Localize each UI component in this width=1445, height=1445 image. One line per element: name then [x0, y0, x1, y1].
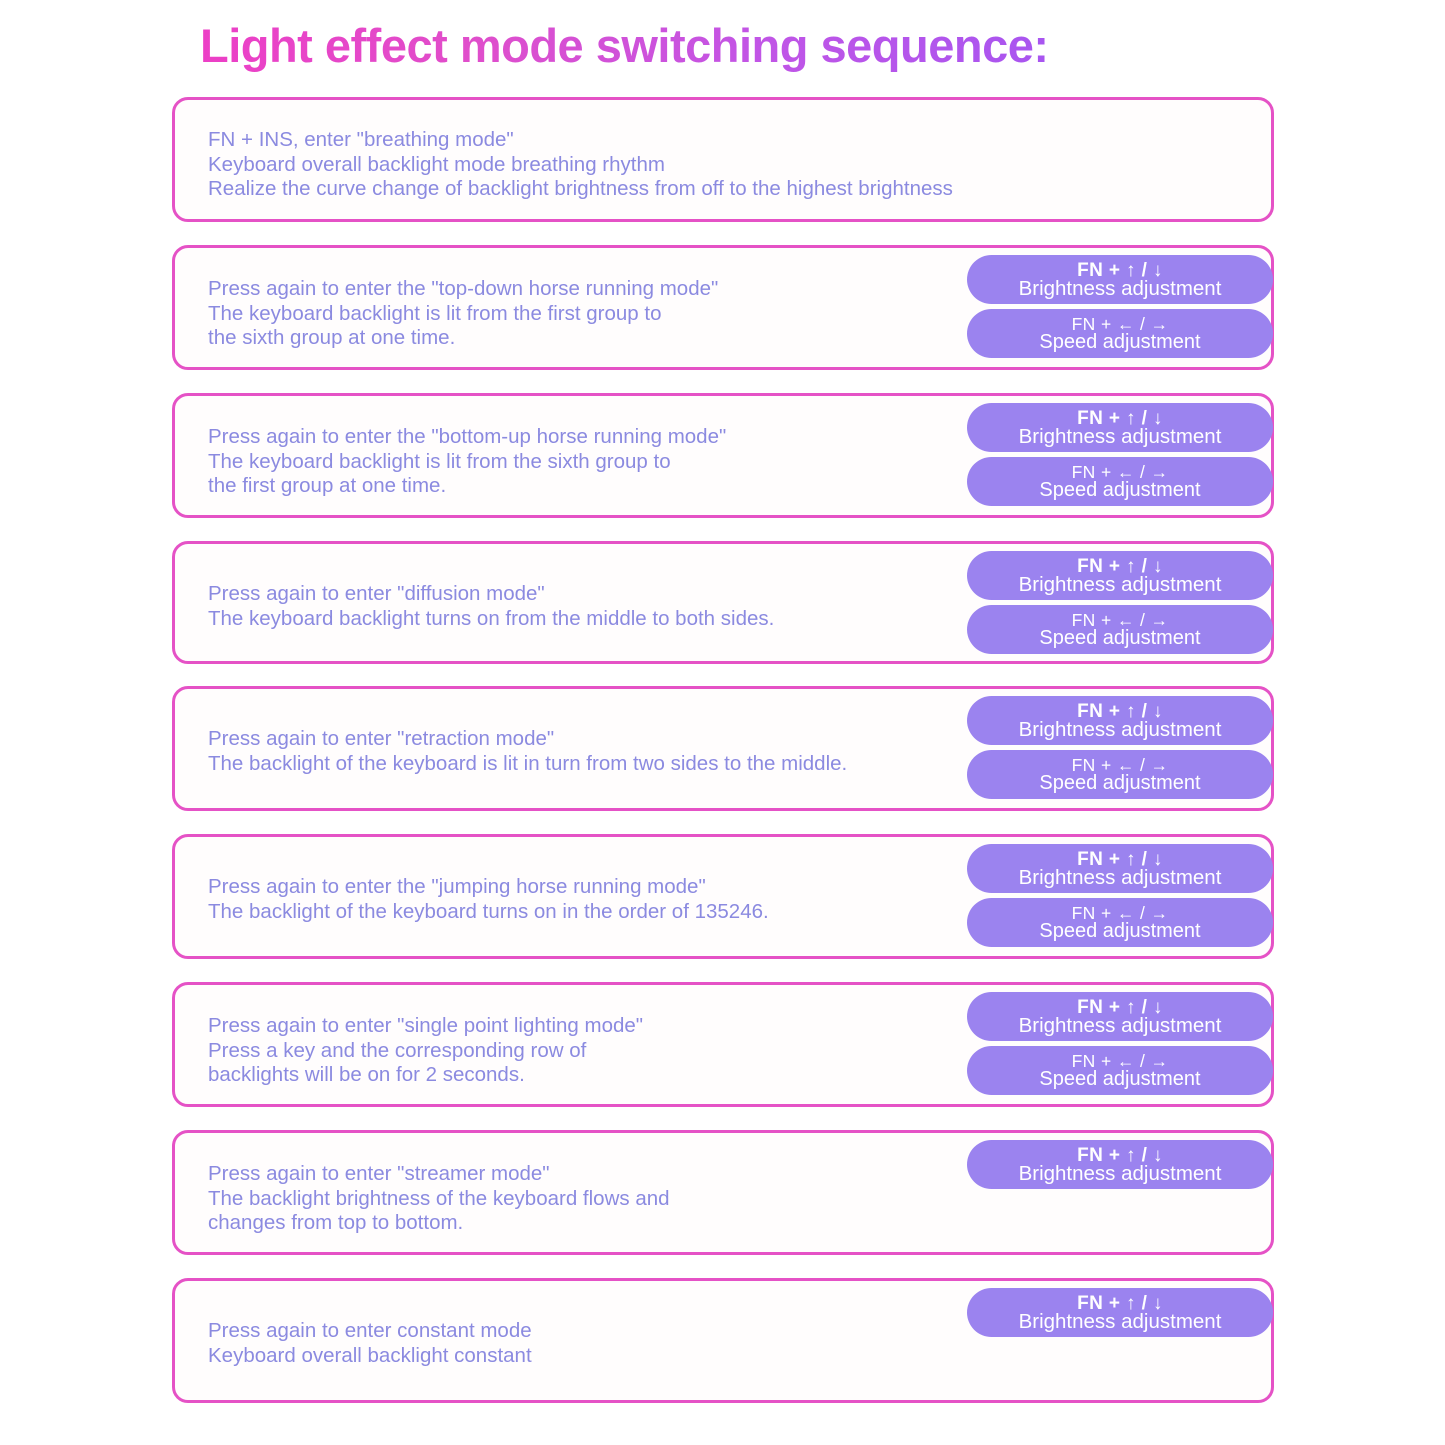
brightness-adjustment-badge[interactable]: FN + ↑ / ↓Brightness adjustment [967, 696, 1273, 745]
description-line: The backlight of the keyboard is lit in … [208, 751, 848, 775]
description-line: Press again to enter constant mode [208, 1319, 532, 1342]
badge-shortcut-keys: FN + ↑ / ↓ [1077, 556, 1163, 577]
shortcut-badge-group: FN + ↑ / ↓Brightness adjustment FN + ← / … [967, 403, 1273, 506]
speed-adjustment-badge[interactable]: FN + ← / →Speed adjustment [967, 605, 1273, 654]
speed-adjustment-badge[interactable]: FN + ← / →Speed adjustment [967, 1046, 1273, 1095]
page-title: Light effect mode switching sequence: [200, 19, 1049, 72]
badge-shortcut-keys: FN + ↑ / ↓ [1077, 701, 1163, 722]
description-line: Press again to enter the "jumping horse … [208, 875, 706, 898]
description-line: Press again to enter "diffusion mode" [208, 582, 545, 605]
description-line: Press again to enter "retraction mode" [208, 727, 555, 750]
badge-shortcut-label: Brightness adjustment [1018, 1162, 1222, 1185]
badge-shortcut-label: Brightness adjustment [1018, 1014, 1222, 1037]
badge-shortcut-label: Brightness adjustment [1018, 573, 1222, 596]
description-line: The backlight brightness of the keyboard… [208, 1186, 670, 1210]
badge-shortcut-keys: FN + ↑ / ↓ [1077, 849, 1163, 870]
badge-shortcut-label: Brightness adjustment [1018, 425, 1222, 448]
mode-card-bottom-up-horse-running-mode: Press again to enter the "bottom-up hors… [172, 393, 1274, 518]
mode-card-description: Press again to enter the "bottom-up hors… [208, 425, 726, 499]
badge-shortcut-keys: FN + ← / → [1071, 1051, 1169, 1071]
speed-adjustment-badge[interactable]: FN + ← / →Speed adjustment [967, 750, 1273, 799]
badge-shortcut-label: Speed adjustment [1039, 1068, 1201, 1090]
mode-card-description: Press again to enter "streamer mode"The … [208, 1162, 670, 1236]
description-line: Press again to enter the "top-down horse… [208, 277, 719, 300]
description-line: Press again to enter "single point light… [208, 1014, 644, 1037]
mode-card-single-point-lighting-mode: Press again to enter "single point light… [172, 982, 1274, 1107]
mode-card-diffusion-mode: Press again to enter "diffusion mode"The… [172, 541, 1274, 664]
brightness-adjustment-badge[interactable]: FN + ↑ / ↓Brightness adjustment [967, 1288, 1273, 1337]
speed-adjustment-badge[interactable]: FN + ← / →Speed adjustment [967, 898, 1273, 947]
description-line: The keyboard backlight is lit from the f… [208, 301, 662, 325]
shortcut-badge-group: FN + ↑ / ↓Brightness adjustment FN + ← / … [967, 992, 1273, 1095]
mode-card-streamer-mode: Press again to enter "streamer mode"The … [172, 1130, 1274, 1255]
badge-shortcut-label: Brightness adjustment [1018, 866, 1222, 889]
description-line: The keyboard backlight turns on from the… [208, 606, 775, 630]
description-line: The keyboard backlight is lit from the s… [208, 449, 671, 473]
mode-card-top-down-horse-running-mode: Press again to enter the "top-down horse… [172, 245, 1274, 370]
mode-card-jumping-horse-running-mode: Press again to enter the "jumping horse … [172, 834, 1274, 959]
badge-shortcut-keys: FN + ↑ / ↓ [1077, 1145, 1163, 1166]
shortcut-badge-group: FN + ↑ / ↓Brightness adjustment FN + ← / … [967, 255, 1273, 358]
mode-card-description: FN + INS, enter "breathing mode"Keyboard… [208, 128, 953, 202]
mode-card-retraction-mode: Press again to enter "retraction mode"Th… [172, 686, 1274, 811]
description-line: changes from top to bottom. [208, 1211, 464, 1234]
badge-shortcut-label: Brightness adjustment [1018, 277, 1222, 300]
badge-shortcut-keys: FN + ← / → [1071, 610, 1169, 630]
mode-card-description: Press again to enter the "top-down horse… [208, 277, 718, 351]
brightness-adjustment-badge[interactable]: FN + ↑ / ↓Brightness adjustment [967, 992, 1273, 1041]
brightness-adjustment-badge[interactable]: FN + ↑ / ↓Brightness adjustment [967, 1140, 1273, 1189]
mode-card-description: Press again to enter the "jumping horse … [208, 875, 769, 924]
shortcut-badge-group: FN + ↑ / ↓Brightness adjustment FN + ← / … [967, 551, 1273, 654]
brightness-adjustment-badge[interactable]: FN + ↑ / ↓Brightness adjustment [967, 551, 1273, 600]
badge-shortcut-label: Brightness adjustment [1018, 718, 1222, 741]
description-line: Keyboard overall backlight mode breathin… [208, 152, 665, 176]
description-line: FN + INS, enter "breathing mode" [208, 128, 514, 151]
description-line: the sixth group at one time. [208, 326, 456, 349]
description-line: Realize the curve change of backlight br… [208, 177, 953, 200]
speed-adjustment-badge[interactable]: FN + ← / →Speed adjustment [967, 457, 1273, 506]
mode-card-description: Press again to enter "retraction mode"Th… [208, 727, 847, 776]
shortcut-badge-group: FN + ↑ / ↓Brightness adjustment FN + ← / … [967, 696, 1273, 799]
badge-shortcut-keys: FN + ↑ / ↓ [1077, 997, 1163, 1018]
badge-shortcut-keys: FN + ↑ / ↓ [1077, 408, 1163, 429]
badge-shortcut-keys: FN + ← / → [1071, 755, 1169, 775]
badge-shortcut-label: Speed adjustment [1039, 479, 1201, 501]
description-line: Press again to enter "streamer mode" [208, 1162, 550, 1185]
shortcut-badge-group: FN + ↑ / ↓Brightness adjustment [967, 1288, 1273, 1337]
brightness-adjustment-badge[interactable]: FN + ↑ / ↓Brightness adjustment [967, 844, 1273, 893]
brightness-adjustment-badge[interactable]: FN + ↑ / ↓Brightness adjustment [967, 403, 1273, 452]
shortcut-badge-group: FN + ↑ / ↓Brightness adjustment FN + ← / … [967, 844, 1273, 947]
badge-shortcut-label: Brightness adjustment [1018, 1310, 1222, 1333]
description-line: Keyboard overall backlight constant [208, 1343, 532, 1367]
mode-card-description: Press again to enter "single point light… [208, 1014, 643, 1088]
description-line: Press again to enter the "bottom-up hors… [208, 425, 727, 448]
brightness-adjustment-badge[interactable]: FN + ↑ / ↓Brightness adjustment [967, 255, 1273, 304]
badge-shortcut-keys: FN + ← / → [1071, 314, 1169, 334]
badge-shortcut-keys: FN + ← / → [1071, 462, 1169, 482]
shortcut-badge-group: FN + ↑ / ↓Brightness adjustment [967, 1140, 1273, 1189]
speed-adjustment-badge[interactable]: FN + ← / →Speed adjustment [967, 309, 1273, 358]
badge-shortcut-label: Speed adjustment [1039, 772, 1201, 794]
mode-card-description: Press again to enter "diffusion mode"The… [208, 582, 774, 631]
mode-card-breathing-mode: FN + INS, enter "breathing mode"Keyboard… [172, 97, 1274, 222]
badge-shortcut-keys: FN + ← / → [1071, 903, 1169, 923]
description-line: The backlight of the keyboard turns on i… [208, 899, 769, 923]
description-line: Press a key and the corresponding row of [208, 1038, 587, 1062]
description-line: the first group at one time. [208, 474, 447, 497]
badge-shortcut-keys: FN + ↑ / ↓ [1077, 260, 1163, 281]
badge-shortcut-label: Speed adjustment [1039, 627, 1201, 649]
badge-shortcut-label: Speed adjustment [1039, 920, 1201, 942]
description-line: backlights will be on for 2 seconds. [208, 1063, 525, 1086]
badge-shortcut-label: Speed adjustment [1039, 331, 1201, 353]
badge-shortcut-keys: FN + ↑ / ↓ [1077, 1293, 1163, 1314]
